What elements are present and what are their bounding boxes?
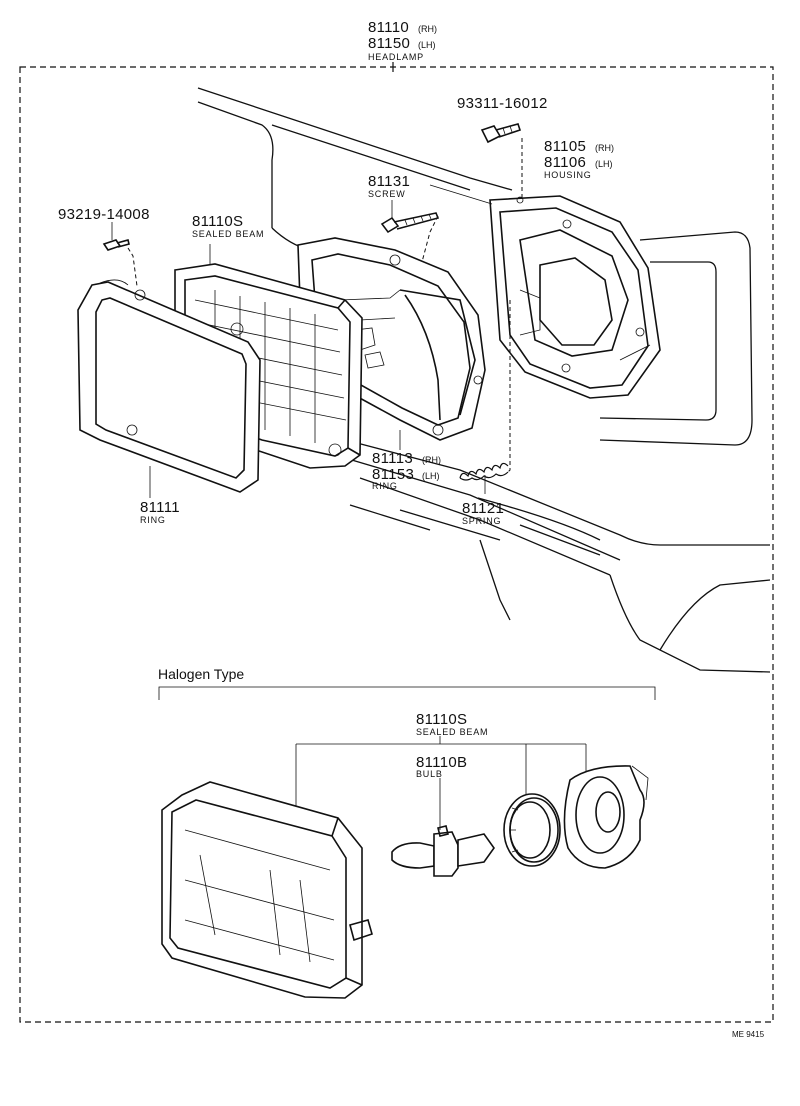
halogen-bulb-name: BULB: [416, 769, 443, 779]
inner-ring-rh-pn: 81113: [372, 450, 413, 467]
halogen-socket-ring-part: [503, 793, 561, 867]
halogen-sealed-beam-part: [161, 781, 373, 999]
housing-lh-pn: 81106: [544, 154, 586, 171]
screw-81131-part: [380, 212, 440, 234]
inner-ring-lh-pn: 81153: [372, 466, 414, 483]
halogen-bulb-pn: 81110B: [416, 754, 467, 771]
halogen-section: [158, 686, 656, 999]
outer-ring-name: RING: [140, 515, 166, 525]
spring-part: [459, 462, 509, 481]
inner-ring-lh-suffix: (LH): [422, 471, 440, 481]
inner-ring-rh-suffix: (RH): [422, 455, 441, 465]
headlamp-lh-pn: 81150: [368, 35, 410, 52]
halogen-section-title: Halogen Type: [158, 666, 244, 682]
halogen-cap-part: [563, 765, 649, 869]
housing-rh-pn: 81105: [544, 138, 586, 155]
housing-rh-suffix: (RH): [595, 143, 614, 153]
housing-name: HOUSING: [544, 170, 592, 180]
housing-lh-suffix: (LH): [595, 159, 613, 169]
screw-left-pn: 93219-14008: [58, 206, 150, 223]
inner-ring-name: RING: [372, 481, 398, 491]
halogen-bulb-part: [391, 825, 495, 877]
halogen-sealed-beam-name: SEALED BEAM: [416, 727, 488, 737]
spring-name: SPRING: [462, 516, 501, 526]
bolt-top-pn: 93311-16012: [457, 95, 548, 112]
screw-left-part: [102, 239, 130, 251]
spring-pn: 81121: [462, 500, 504, 517]
screw-pn: 81131: [368, 173, 410, 190]
assembly-frame: [19, 62, 774, 1023]
headlamp-lh-suffix: (LH): [418, 40, 436, 50]
leader-lines: [111, 138, 523, 498]
vehicle-body-lines: [197, 87, 771, 673]
housing-part: [489, 195, 661, 399]
screw-name: SCREW: [368, 189, 406, 199]
outer-ring-pn: 81111: [140, 499, 180, 516]
bolt-top-part: [480, 123, 522, 144]
headlamp-name: HEADLAMP: [368, 52, 424, 62]
sealed-beam-name: SEALED BEAM: [192, 229, 264, 239]
outer-ring-part: [77, 279, 261, 493]
headlamp-rh-pn: 81110: [368, 19, 409, 36]
sealed-beam-pn: 81110S: [192, 213, 243, 230]
halogen-sealed-beam-pn: 81110S: [416, 711, 467, 728]
headlamp-rh-suffix: (RH): [418, 24, 437, 34]
reference-code: ME 9415: [732, 1030, 765, 1039]
